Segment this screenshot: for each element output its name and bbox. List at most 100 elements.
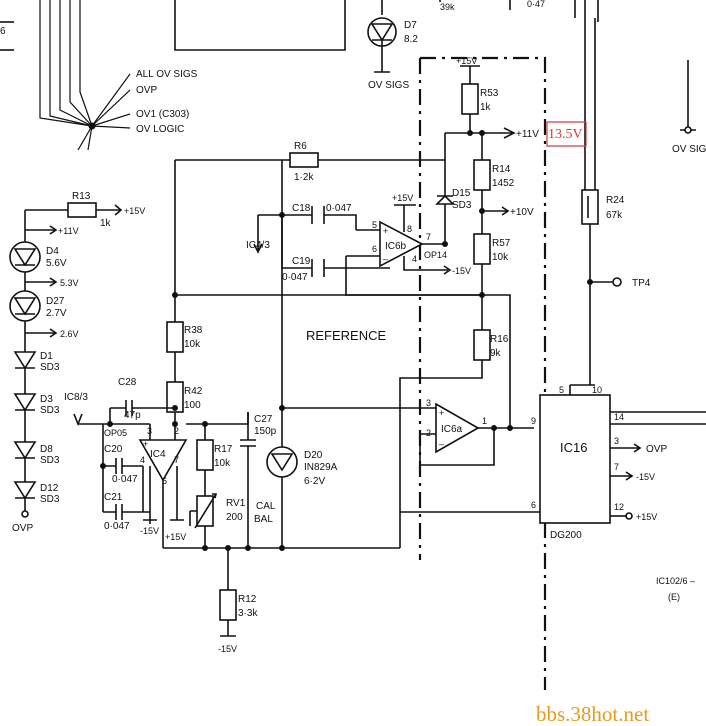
p11v-arrow	[503, 127, 516, 139]
c27-value: 150p	[254, 426, 277, 437]
label-ov-sig-right: OV SIG	[672, 144, 706, 155]
d27-ref: D27	[46, 296, 65, 307]
r53-supply	[460, 65, 480, 84]
r24-body	[581, 189, 599, 225]
ic16-pin5: 5	[559, 385, 564, 395]
c28-value: 47p	[124, 410, 141, 421]
d8-value: SD3	[40, 455, 60, 466]
c18-value: 0·047	[326, 203, 352, 214]
p11v-small-label: +11V	[58, 226, 79, 236]
label-ic8: IC8/3	[64, 392, 88, 403]
d4-zener	[9, 241, 41, 273]
r17-body	[196, 439, 214, 471]
label-top-047: 0·47	[527, 0, 545, 9]
c20-value: 0·047	[112, 474, 138, 485]
ic6b-pos-supply-label: +15V	[392, 193, 413, 203]
ic6a-opamp	[419, 402, 534, 466]
r12-ref: R12	[238, 594, 257, 605]
r24-value: 67k	[606, 210, 623, 221]
tp4-terminal	[612, 277, 622, 287]
ic16-pin12: 12	[614, 502, 624, 512]
r57-value: 10k	[492, 252, 509, 263]
r12-value: 3·3k	[238, 608, 258, 619]
ic16-top-wire	[569, 384, 595, 395]
r57-ref: R57	[492, 238, 511, 249]
d15-diode	[435, 160, 455, 244]
label-ic4-3: IC4/3	[246, 240, 270, 251]
d15-top-wire	[444, 132, 470, 160]
r13-arrow	[114, 204, 123, 216]
ic6a-pin2: 2	[426, 428, 431, 438]
label-op05: OP05	[104, 428, 127, 438]
label-ovp: OVP	[136, 85, 157, 96]
d7-value: 8.2	[404, 34, 418, 45]
annotation-13-5v: 13.5V	[548, 127, 583, 142]
d1-ref: D1	[40, 351, 53, 362]
ic6b-plus: +	[383, 226, 388, 236]
label-page-ref-1: IC102/6 –	[656, 576, 695, 586]
d4-value: 5.6V	[46, 258, 67, 269]
c27	[240, 412, 256, 548]
d12-ref: D12	[40, 483, 59, 494]
ic6b-pin4: 4	[412, 254, 417, 264]
r53-ref: R53	[480, 88, 499, 99]
d15-value: SD3	[452, 200, 472, 211]
c20-plates	[115, 458, 123, 474]
ic6b-opamp	[346, 220, 445, 268]
ic6b-pos-supply	[394, 204, 416, 232]
r42-ref: R42	[184, 386, 203, 397]
ic16-p15-label: +15V	[636, 512, 657, 522]
ic4-pos-supply-wire	[170, 466, 184, 521]
ic8-arrow	[73, 413, 83, 427]
r6-value: 1·2k	[294, 172, 314, 183]
top-wire-loop	[174, 0, 346, 51]
label-page-ref-2: (E)	[668, 592, 680, 602]
ic16-m15-label: -15V	[636, 472, 655, 482]
watermark: bbs.38hot.net	[536, 702, 649, 726]
ov-signal-fan	[0, 0, 131, 151]
d7-ref: D7	[404, 20, 417, 31]
c18-plates	[311, 206, 325, 224]
label-all-ov-sigs: ALL OV SIGS	[136, 69, 198, 80]
rail-2-6v: 2.6V	[60, 329, 79, 339]
r13-value: 1k	[100, 218, 112, 229]
ic4-supply-wires	[142, 466, 157, 524]
c18-ref: C18	[292, 203, 311, 214]
r12-bottom-wire	[220, 620, 236, 637]
ic16-pin6: 6	[531, 500, 536, 510]
r53-value: 1k	[480, 102, 492, 113]
ic4-pin4: 4	[140, 455, 145, 465]
ic6b-label: IC6b	[385, 241, 407, 252]
d8-ref: D8	[40, 444, 53, 455]
ic6b-pin5: 5	[372, 220, 377, 230]
label-ov-logic: OV LOGIC	[136, 124, 184, 135]
label-ov1: OV1 (C303)	[136, 109, 189, 120]
label-reference: REFERENCE	[306, 328, 387, 343]
rv1-potentiometer	[189, 493, 218, 529]
r16-ref: R16	[490, 334, 509, 345]
ic16-ovp-text: OVP	[646, 444, 667, 455]
c28-ref: C28	[118, 377, 137, 388]
ic16-body	[539, 394, 611, 524]
r13-ref: R13	[72, 191, 91, 202]
r57-body	[473, 233, 491, 265]
ic6a-pin1: 1	[482, 416, 487, 426]
ic16-pin7: 7	[614, 462, 619, 472]
r53-body	[461, 83, 479, 115]
ic4-pos-supply: +15V	[165, 532, 186, 542]
top-right-wires	[574, 0, 599, 22]
ic16-label: IC16	[560, 440, 587, 455]
c21-plates	[115, 504, 123, 520]
top-stubs	[439, 0, 511, 10]
ic6b-neg-supply	[403, 256, 448, 271]
d3-ref: D3	[40, 394, 53, 405]
ic4-plus: +	[143, 439, 148, 449]
d27-d1-wire	[24, 321, 55, 352]
r6-ref: R6	[294, 141, 307, 152]
r16-bottom-wire	[399, 360, 483, 548]
p11v-label: +11V	[516, 129, 539, 140]
label-op14: OP14	[424, 250, 447, 260]
r13-body	[67, 202, 97, 218]
ic16-pin3: 3	[614, 436, 619, 446]
ic4-label: IC4	[150, 449, 166, 460]
